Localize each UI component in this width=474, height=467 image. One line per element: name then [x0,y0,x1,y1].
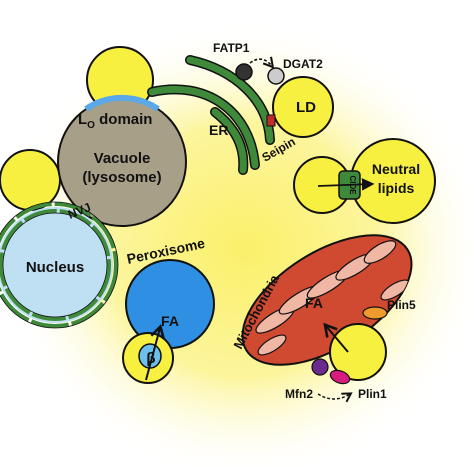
er-tubule [148,85,259,169]
fa-peroxisome-label: FA [161,313,179,329]
lipid-droplet-left-vacuole [0,149,61,211]
neutral-lipids-label-line2: lipids [378,180,415,196]
ld-label: LD [296,99,316,116]
er-tubule-3 [211,108,247,174]
neutral-lipid-transfer-arrow [317,178,375,191]
lipid-droplet-er [272,76,334,138]
nuclear-envelope-outline-outer [0,201,119,329]
nucleus [0,207,113,323]
crista [257,334,287,356]
vacuole-label-line2: (lysosome) [82,169,161,186]
mfn2-plin1-arrow [317,392,353,403]
fa-mitochondria-arrow [323,322,349,353]
fatp1-dgat2-arrow [249,56,275,69]
nuclear-envelope-outer [0,202,118,328]
neutral-lipids-label-line1: Neutral [372,161,420,177]
mfn2-label: Mfn2 [285,387,313,401]
plin5-label: Plin5 [387,298,416,312]
plin1-protein [329,369,351,385]
crista [363,240,397,264]
vacuole-label-line1: Vacuole [94,150,151,167]
dgat2-label: DGAT2 [283,57,323,71]
plin5-protein [362,306,388,320]
nuclear-envelope-inner [0,209,111,321]
nuclear-envelope-outline-inner [2,212,108,318]
fa-peroxisome-arrow [145,323,165,381]
er-tubule-2 [186,56,274,144]
nucleus-label: Nucleus [26,259,84,276]
lipid-droplet-mitochondria [329,323,387,381]
fatp1-label: FATP1 [213,41,250,55]
mfn2-protein [311,358,329,376]
er-label: ER [209,122,228,138]
dgat2-protein [267,67,285,85]
seipin-protein [266,114,276,127]
fa-mitochondria-label: FA [305,295,323,311]
mitochondrial-cristae [255,240,410,356]
plin1-label: Plin1 [358,387,387,401]
lo-domain-label: LO domain [78,111,152,131]
fatp1-protein [235,63,253,81]
lo-domain-membrane [84,94,160,112]
